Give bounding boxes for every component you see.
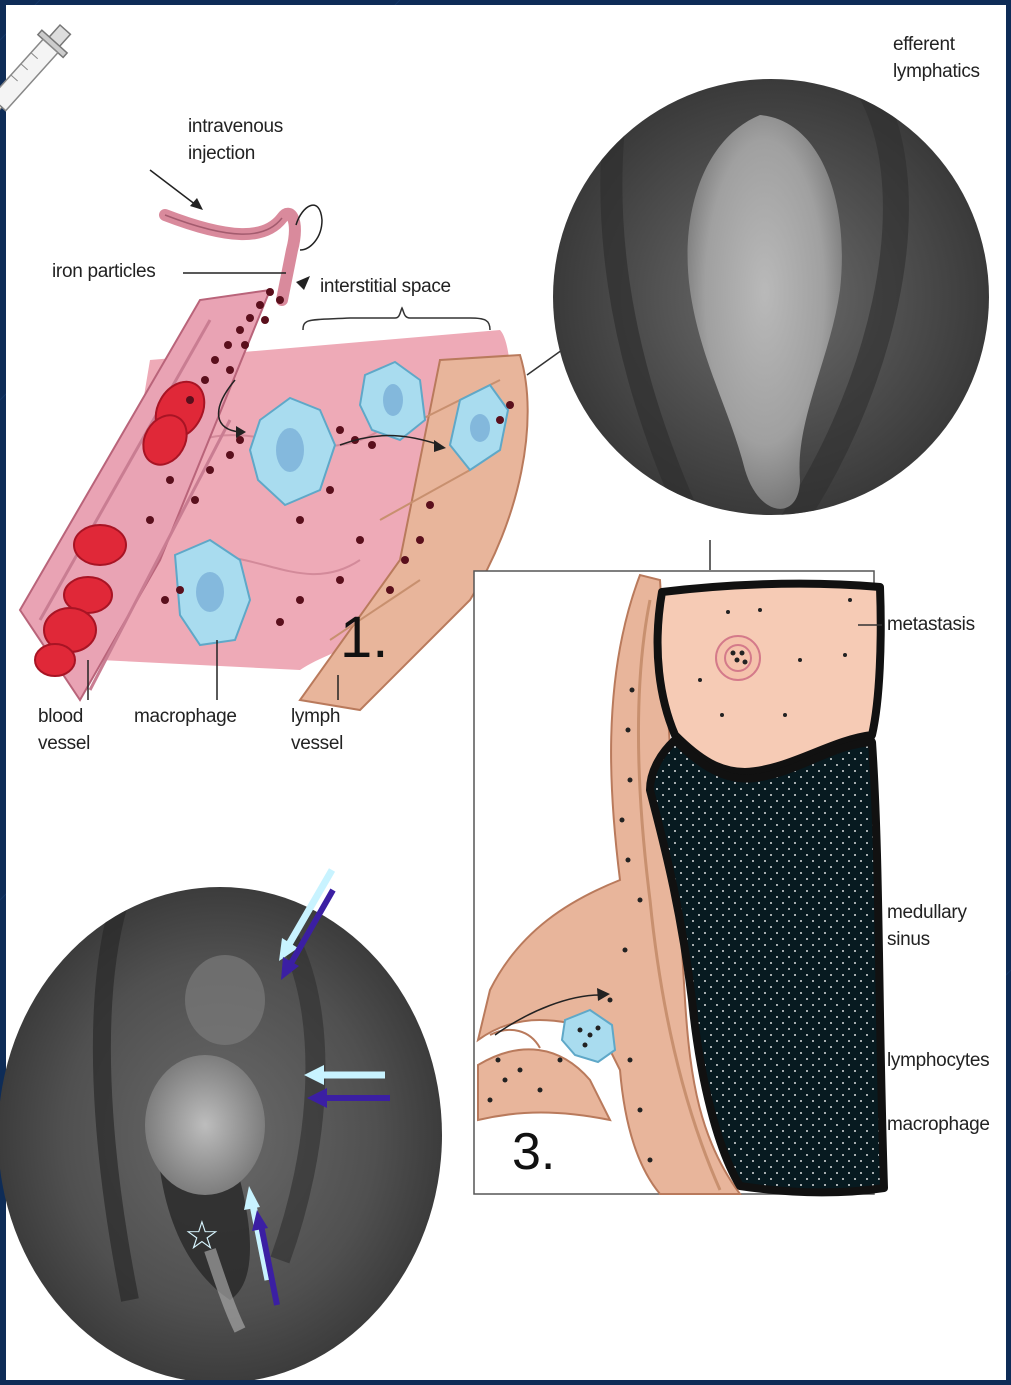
panel-3-illustration <box>474 571 884 1194</box>
label-metastasis: metastasis <box>887 611 975 638</box>
label-macrophage-panel-1: macrophage <box>134 703 237 730</box>
panel-3-number: 3. <box>512 1124 555 1180</box>
star-icon: ☆ <box>184 1214 220 1258</box>
label-lymph-vessel: lymph vessel <box>291 703 343 757</box>
label-intravenous-injection: intravenous injection <box>188 113 283 167</box>
mri-bottom <box>0 887 442 1380</box>
panel-1-number: 1. <box>340 608 388 668</box>
label-medullary-sinus: medullary sinus <box>887 899 967 953</box>
label-interstitial-space: interstitial space <box>320 273 451 300</box>
label-lymphocytes: lymphocytes <box>887 1047 989 1074</box>
label-efferent-lymphatics: efferent lymphatics <box>893 31 980 85</box>
label-blood-vessel: blood vessel <box>38 703 90 757</box>
label-macrophage-panel-3: macrophage <box>887 1111 990 1138</box>
label-iron-particles: iron particles <box>52 258 156 285</box>
